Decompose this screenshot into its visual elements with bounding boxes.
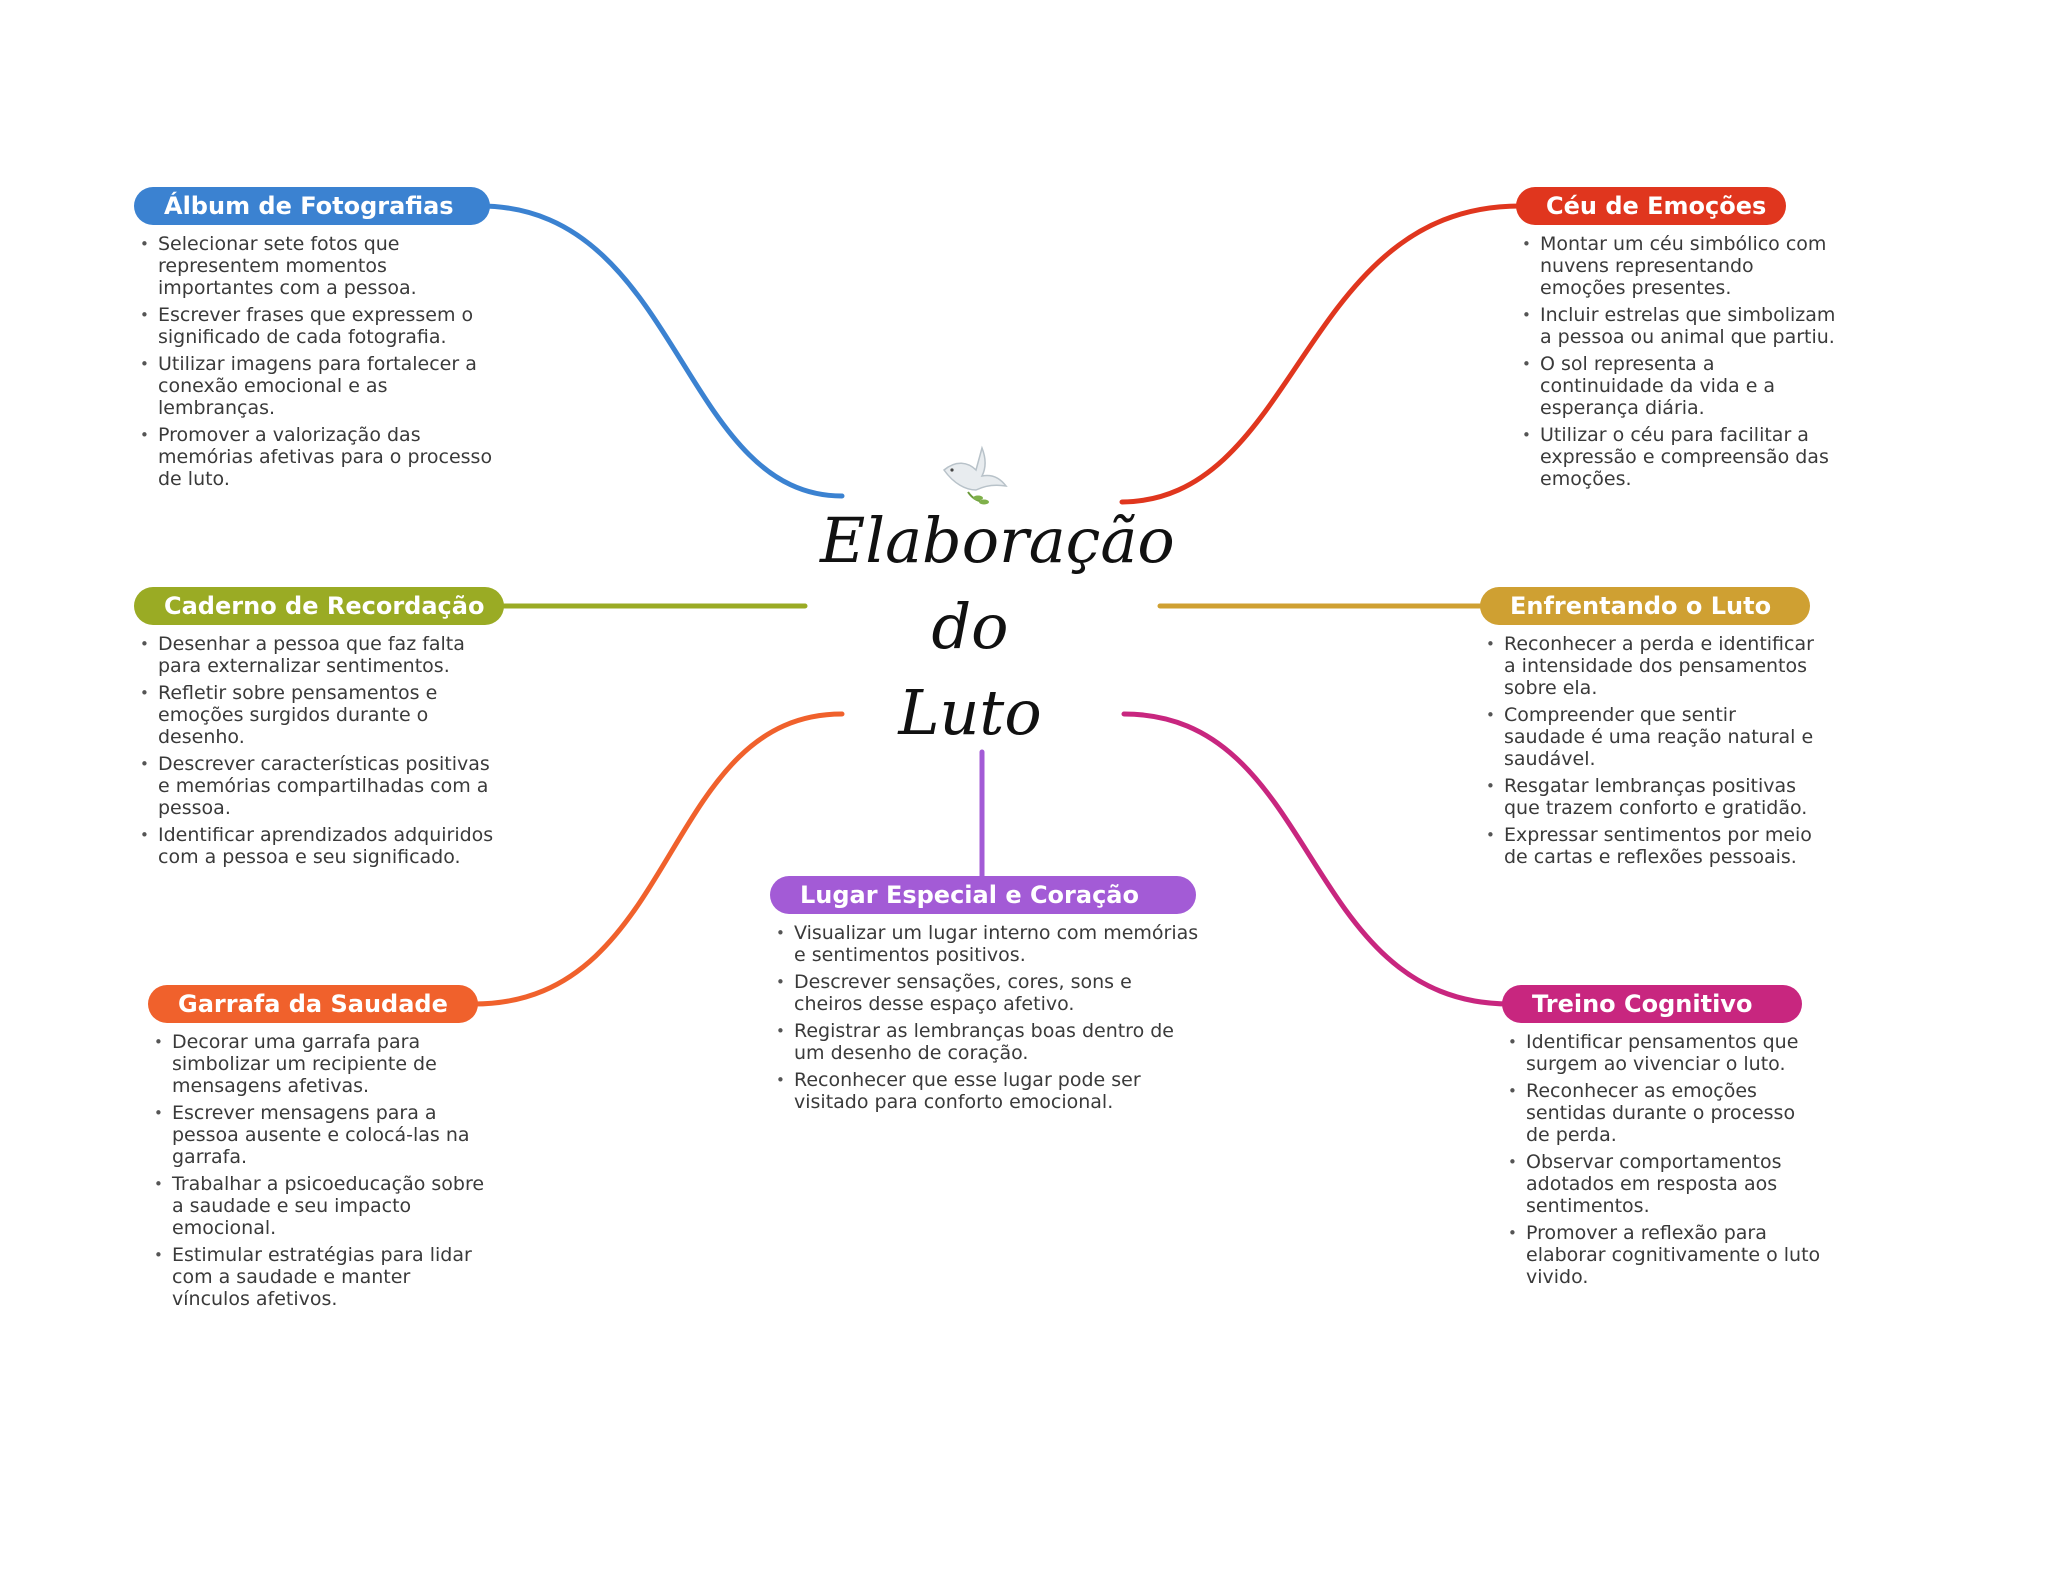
branch-garrafa: Garrafa da Saudade Decorar uma garrafa p…	[148, 985, 488, 1315]
list-item: Selecionar sete fotos que representem mo…	[134, 233, 494, 299]
branch-list-garrafa: Decorar uma garrafa para simbolizar um r…	[148, 1031, 488, 1310]
connector-album	[477, 203, 845, 499]
branch-list-enfrentando: Reconhecer a perda e identificar a inten…	[1480, 633, 1820, 868]
list-item: Identificar aprendizados adquiridos com …	[134, 824, 504, 868]
branch-list-treino: Identificar pensamentos que surgem ao vi…	[1502, 1031, 1822, 1288]
branch-treino: Treino Cognitivo Identificar pensamentos…	[1502, 985, 1822, 1293]
list-item: Escrever frases que expressem o signific…	[134, 304, 494, 348]
list-item: Reconhecer que esse lugar pode ser visit…	[770, 1069, 1200, 1113]
list-item: Expressar sentimentos por meio de cartas…	[1480, 824, 1820, 868]
list-item: Identificar pensamentos que surgem ao vi…	[1502, 1031, 1822, 1075]
list-item: Resgatar lembranças positivas que trazem…	[1480, 775, 1820, 819]
central-topic-line-3: Luto	[898, 676, 1042, 749]
branch-album: Álbum de Fotografias Selecionar sete fot…	[134, 187, 494, 495]
list-item: Promover a valorização das memórias afet…	[134, 424, 494, 490]
list-item: Desenhar a pessoa que faz falta para ext…	[134, 633, 504, 677]
list-item: Incluir estrelas que simbolizam a pessoa…	[1516, 304, 1836, 348]
list-item: Utilizar o céu para facilitar a expressã…	[1516, 424, 1836, 490]
list-item: Trabalhar a psicoeducação sobre a saudad…	[148, 1173, 488, 1239]
central-topic-line-1: Elaboração	[820, 504, 1175, 577]
list-item: Promover a reflexão para elaborar cognit…	[1502, 1222, 1822, 1288]
list-item: O sol representa a continuidade da vida …	[1516, 353, 1836, 419]
list-item: Estimular estratégias para lidar com a s…	[148, 1244, 488, 1310]
branch-caderno: Caderno de Recordação Desenhar a pessoa …	[134, 587, 504, 873]
list-item: Descrever sensações, cores, sons e cheir…	[770, 971, 1200, 1015]
branch-title-garrafa: Garrafa da Saudade	[148, 985, 478, 1023]
list-item: Visualizar um lugar interno com memórias…	[770, 922, 1200, 966]
connector-treino	[1121, 711, 1513, 1007]
branch-list-album: Selecionar sete fotos que representem mo…	[134, 233, 494, 490]
branch-ceu: Céu de Emoções Montar um céu simbólico c…	[1516, 187, 1836, 495]
branch-lugar: Lugar Especial e Coração Visualizar um l…	[770, 876, 1200, 1118]
central-topic-line-2: do	[931, 590, 1009, 663]
branch-title-ceu: Céu de Emoções	[1516, 187, 1786, 225]
list-item: Utilizar imagens para fortalecer a conex…	[134, 353, 494, 419]
list-item: Compreender que sentir saudade é uma rea…	[1480, 704, 1820, 770]
list-item: Montar um céu simbólico com nuvens repre…	[1516, 233, 1836, 299]
list-item: Decorar uma garrafa para simbolizar um r…	[148, 1031, 488, 1097]
list-item: Descrever características positivas e me…	[134, 753, 504, 819]
connector-ceu	[1119, 203, 1523, 505]
branch-title-enfrentando: Enfrentando o Luto	[1480, 587, 1810, 625]
branch-title-caderno: Caderno de Recordação	[134, 587, 504, 625]
list-item: Refletir sobre pensamentos e emoções sur…	[134, 682, 504, 748]
branch-list-ceu: Montar um céu simbólico com nuvens repre…	[1516, 233, 1836, 490]
branch-title-treino: Treino Cognitivo	[1502, 985, 1802, 1023]
list-item: Escrever mensagens para a pessoa ausente…	[148, 1102, 488, 1168]
branch-list-caderno: Desenhar a pessoa que faz falta para ext…	[134, 633, 504, 868]
branch-enfrentando: Enfrentando o Luto Reconhecer a perda e …	[1480, 587, 1820, 873]
branch-title-lugar: Lugar Especial e Coração	[770, 876, 1196, 914]
list-item: Registrar as lembranças boas dentro de u…	[770, 1020, 1200, 1064]
list-item: Observar comportamentos adotados em resp…	[1502, 1151, 1822, 1217]
branch-list-lugar: Visualizar um lugar interno com memórias…	[770, 922, 1200, 1113]
list-item: Reconhecer a perda e identificar a inten…	[1480, 633, 1820, 699]
dove-icon	[942, 445, 1008, 505]
branch-title-album: Álbum de Fotografias	[134, 187, 490, 225]
connector-garrafa	[471, 711, 845, 1007]
central-topic: Elaboração do Luto	[820, 498, 1175, 756]
list-item: Reconhecer as emoções sentidas durante o…	[1502, 1080, 1822, 1146]
